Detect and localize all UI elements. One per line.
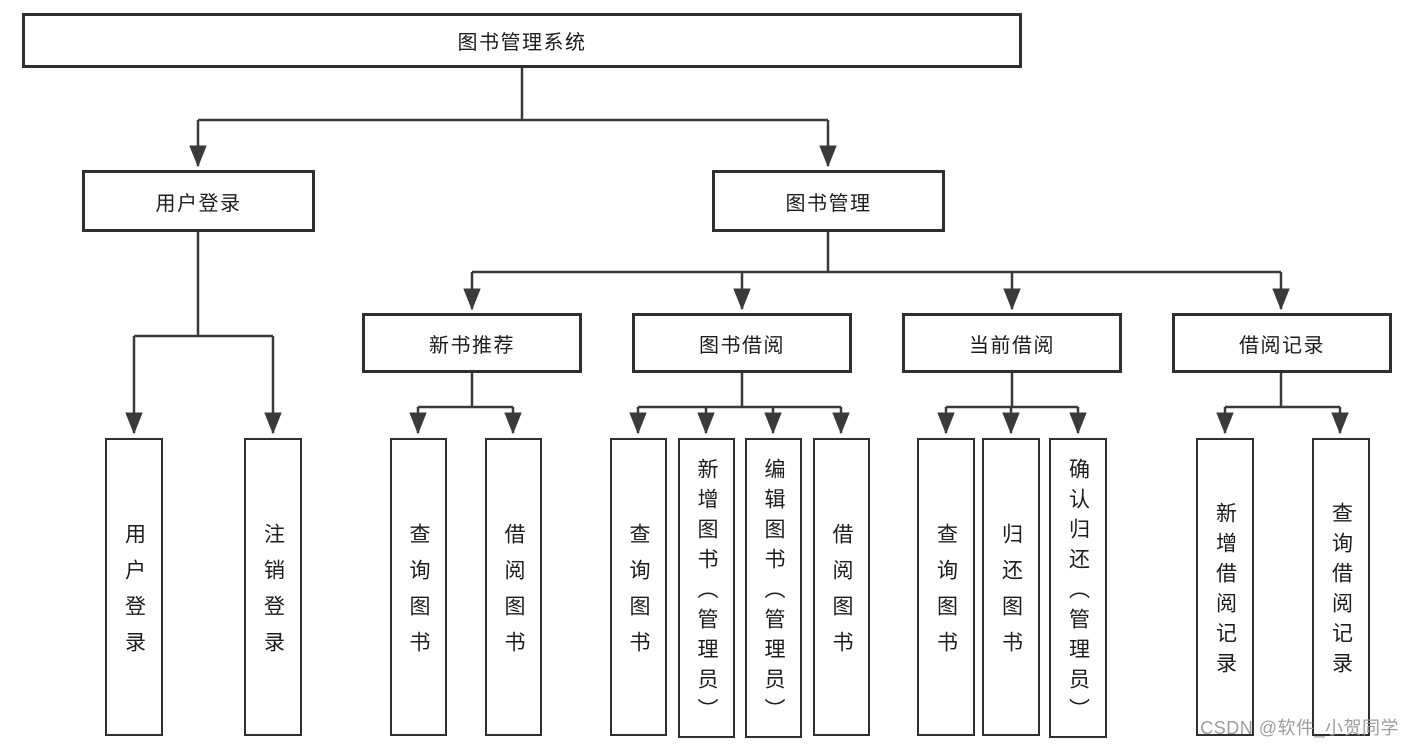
leaf-label: 注销登录 xyxy=(261,522,285,667)
node-new-book-recommend: 新书推荐 xyxy=(362,313,582,373)
leaf-query-books: 查询图书 xyxy=(917,438,975,736)
leaf-label: 确认归还（管理员） xyxy=(1066,457,1090,728)
leaf-label: 查询图书 xyxy=(934,522,958,667)
leaf-add-borrow-record: 新增借阅记录 xyxy=(1196,438,1254,736)
leaf-query-books: 查询图书 xyxy=(610,438,667,736)
leaf-query-books: 查询图书 xyxy=(390,438,447,736)
leaf-return-books: 归还图书 xyxy=(982,438,1040,736)
node-book-borrowing: 图书借阅 xyxy=(632,313,852,373)
leaf-label: 查询图书 xyxy=(627,522,650,667)
leaf-borrow-books: 借阅图书 xyxy=(485,438,542,736)
leaf-label: 借阅图书 xyxy=(830,522,853,667)
leaf-query-borrow-record: 查询借阅记录 xyxy=(1312,438,1370,736)
leaf-edit-book-admin: 编辑图书（管理员） xyxy=(745,438,802,738)
leaf-label: 借阅图书 xyxy=(502,522,525,667)
leaf-label: 用户登录 xyxy=(122,522,146,667)
leaf-label: 查询图书 xyxy=(407,522,430,667)
node-label: 借阅记录 xyxy=(1239,334,1325,357)
leaf-label: 归还图书 xyxy=(999,522,1023,667)
leaf-label: 新增图书（管理员） xyxy=(695,457,718,728)
node-label: 图书借阅 xyxy=(699,334,785,357)
leaf-add-book-admin: 新增图书（管理员） xyxy=(678,438,735,738)
csdn-watermark: CSDN @软件_小贺同学 xyxy=(1200,718,1399,738)
leaf-label: 编辑图书（管理员） xyxy=(762,457,785,728)
leaf-borrow-books: 借阅图书 xyxy=(813,438,870,736)
leaf-logout: 注销登录 xyxy=(244,438,302,736)
node-borrowing-records: 借阅记录 xyxy=(1172,313,1392,373)
leaf-confirm-return-admin: 确认归还（管理员） xyxy=(1049,438,1107,738)
node-label: 用户登录 xyxy=(155,192,242,215)
node-current-borrowing: 当前借阅 xyxy=(902,313,1122,373)
node-root-library-system: 图书管理系统 xyxy=(22,13,1022,68)
leaf-user-login: 用户登录 xyxy=(105,438,163,736)
node-label: 新书推荐 xyxy=(429,334,515,357)
node-label: 当前借阅 xyxy=(969,334,1055,357)
node-book-management: 图书管理 xyxy=(712,170,945,232)
node-label: 图书管理 xyxy=(785,192,872,215)
node-label: 图书管理系统 xyxy=(457,32,587,54)
node-user-login: 用户登录 xyxy=(82,170,315,232)
leaf-label: 新增借阅记录 xyxy=(1213,501,1237,682)
leaf-label: 查询借阅记录 xyxy=(1329,501,1353,682)
